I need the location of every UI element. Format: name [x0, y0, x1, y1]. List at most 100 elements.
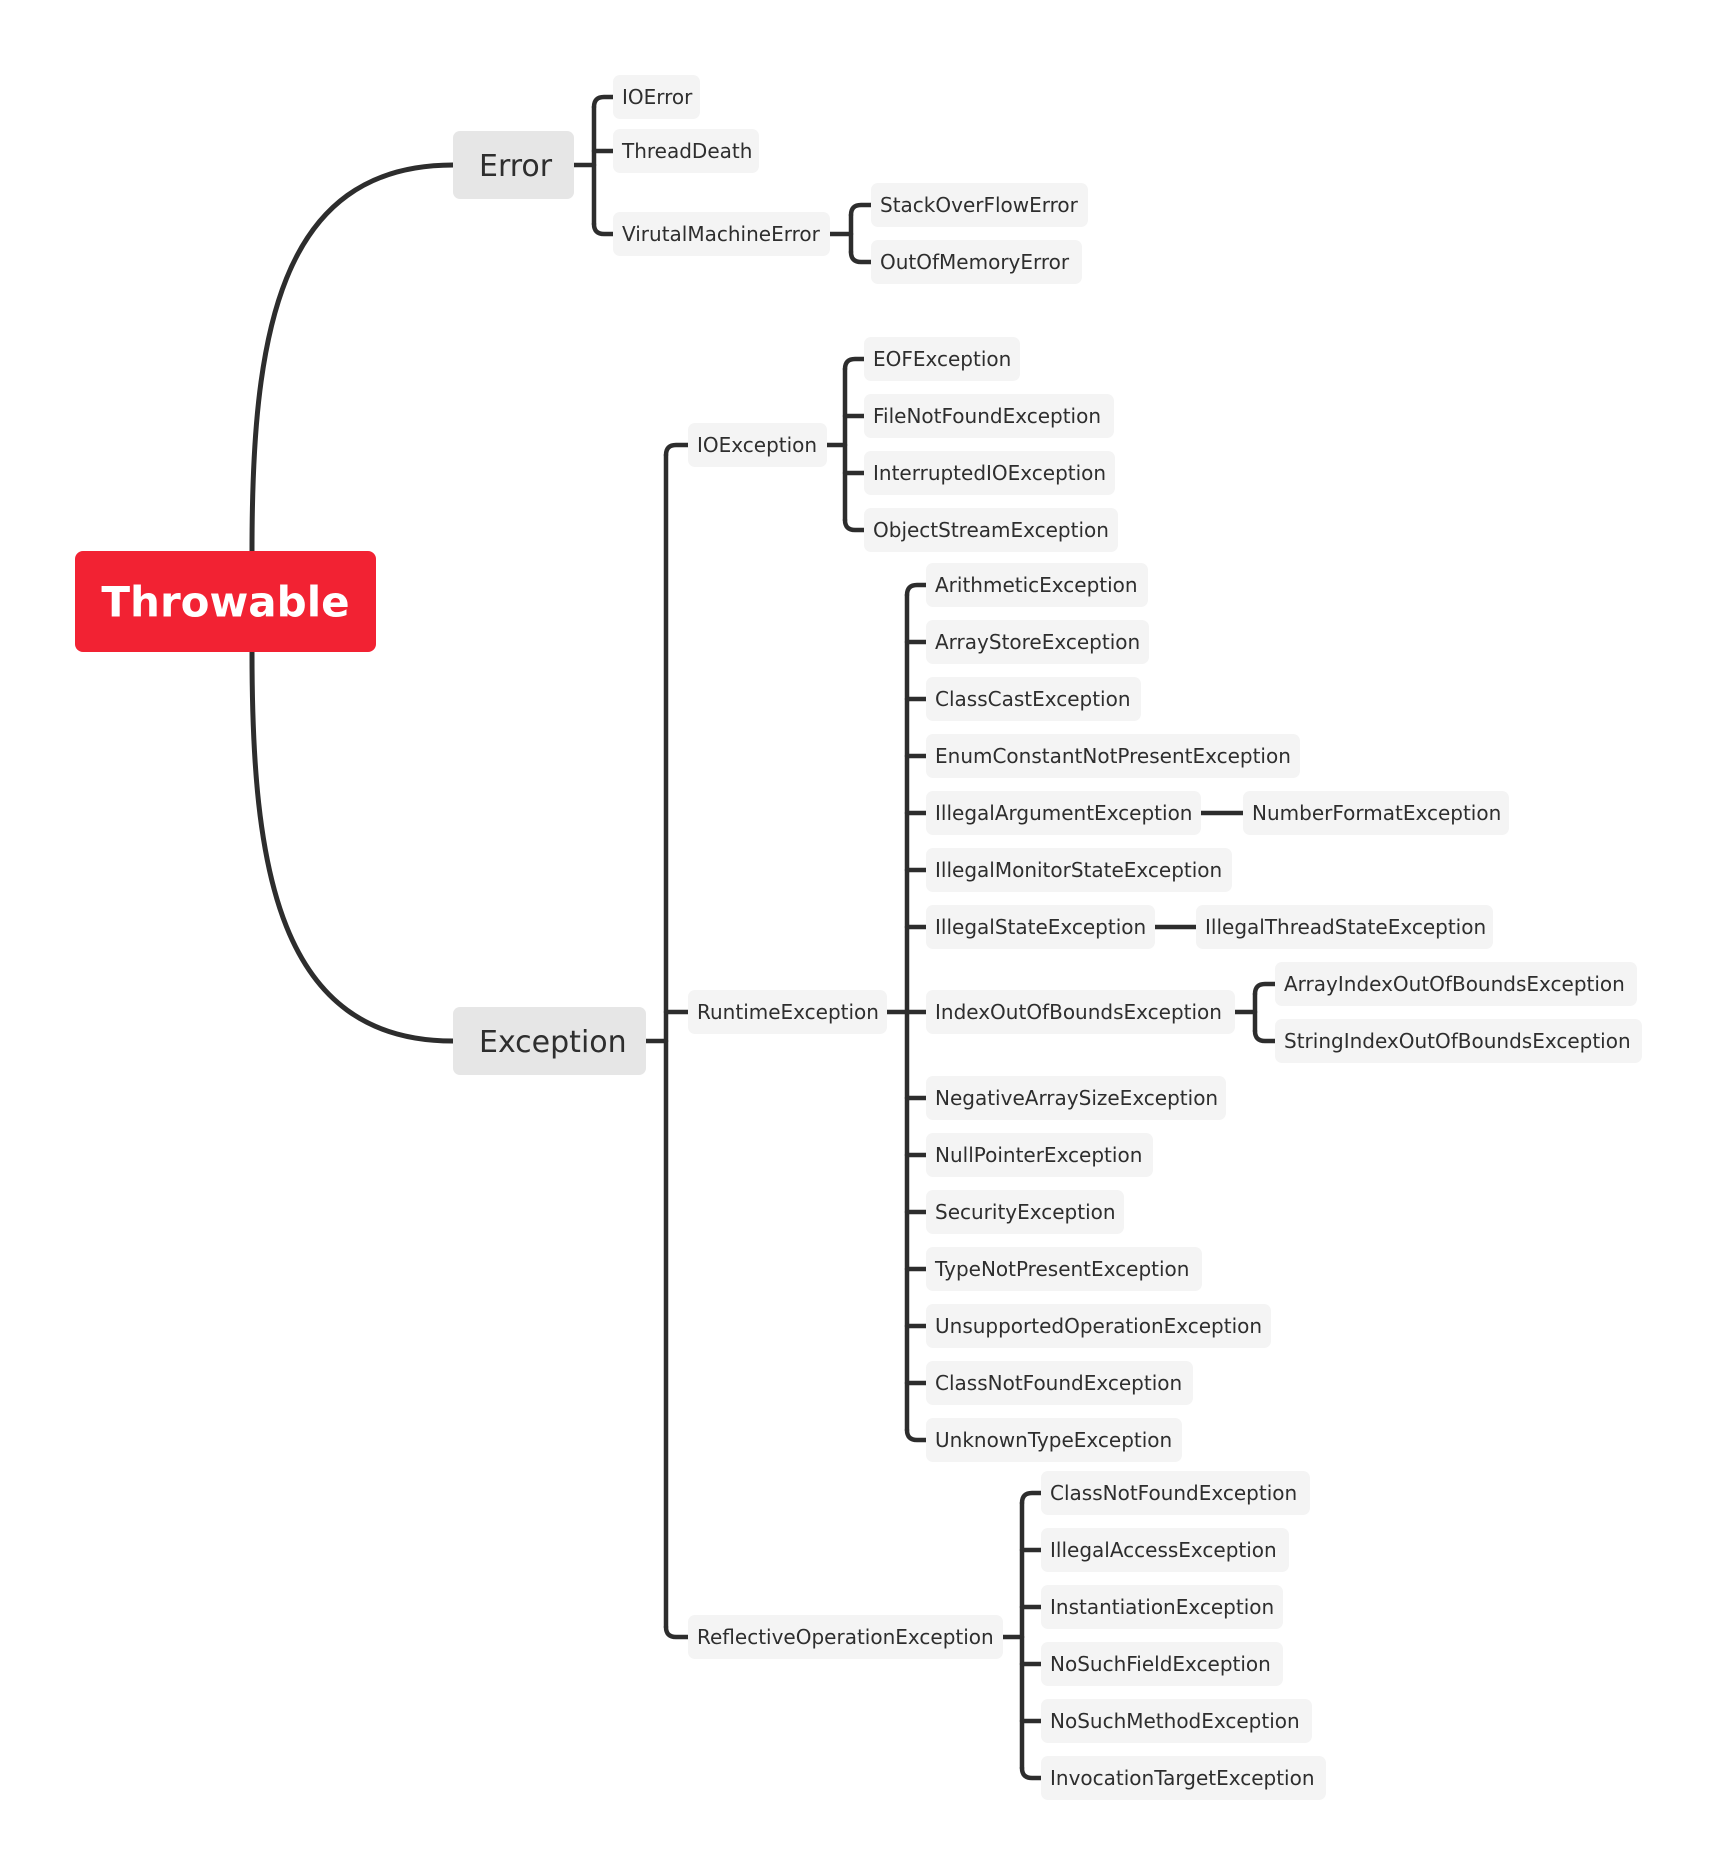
node-label-arraystoreexception: ArrayStoreException [935, 630, 1140, 654]
node-box-illegalaccessexception [1041, 1528, 1289, 1572]
node-outofmemoryerror[interactable]: OutOfMemoryError [871, 240, 1082, 284]
node-box-interruptedioexception [864, 451, 1115, 495]
node-label-error: Error [479, 149, 553, 184]
node-exception[interactable]: Exception [453, 1007, 646, 1075]
node-box-typenotpresentexception [926, 1247, 1202, 1291]
node-reflectiveoperationexception[interactable]: ReflectiveOperationException [688, 1615, 1003, 1659]
node-label-runtimeexception: RuntimeException [697, 1000, 879, 1024]
node-box-objectstreamexception [864, 508, 1118, 552]
node-layer: Throwable Error IOErrorThreadDeathVirutalM… [75, 75, 1642, 1800]
node-label-unknowntypeexception: UnknownTypeException [935, 1428, 1172, 1452]
node-instantiationexception[interactable]: InstantiationException [1041, 1585, 1283, 1629]
node-label-virutalmachineerror: VirutalMachineError [622, 222, 821, 246]
node-box-classnotfoundexception-runtime [926, 1361, 1193, 1405]
node-box-filenotfoundexception [864, 394, 1114, 438]
node-label-invocationtargetexception: InvocationTargetException [1050, 1766, 1315, 1790]
node-label-objectstreamexception: ObjectStreamException [873, 518, 1109, 542]
node-filenotfoundexception[interactable]: FileNotFoundException [864, 394, 1114, 438]
node-eofexception[interactable]: EOFException [864, 337, 1020, 381]
node-box-nosuchfieldexception [1041, 1642, 1283, 1686]
node-ioexception[interactable]: IOException [688, 423, 827, 467]
node-invocationtargetexception[interactable]: InvocationTargetException [1041, 1756, 1326, 1800]
node-box-invocationtargetexception [1041, 1756, 1326, 1800]
node-arrayindexoutofboundsexception[interactable]: ArrayIndexOutOfBoundsException [1275, 962, 1637, 1006]
node-indexoutofboundsexception[interactable]: IndexOutOfBoundsException [926, 990, 1235, 1034]
node-label-ioerror: IOError [622, 85, 693, 109]
node-classcastexception[interactable]: ClassCastException [926, 677, 1141, 721]
node-label-arrayindexoutofboundsexception: ArrayIndexOutOfBoundsException [1284, 972, 1625, 996]
node-label-outofmemoryerror: OutOfMemoryError [880, 250, 1070, 274]
node-box-virutalmachineerror [613, 212, 830, 256]
node-arraystoreexception[interactable]: ArrayStoreException [926, 620, 1149, 664]
node-label-classnotfoundexception-reflective: ClassNotFoundException [1050, 1481, 1297, 1505]
node-label-exception: Exception [479, 1025, 627, 1060]
node-illegalmonitorstateexception[interactable]: IllegalMonitorStateException [926, 848, 1232, 892]
node-box-illegalthreadstateexception [1196, 905, 1493, 949]
node-classnotfoundexception-runtime[interactable]: ClassNotFoundException [926, 1361, 1193, 1405]
node-box-nosuchmethodexception [1041, 1699, 1312, 1743]
node-unsupportedoperationexception[interactable]: UnsupportedOperationException [926, 1304, 1271, 1348]
node-error[interactable]: Error [453, 131, 574, 199]
node-box-arrayindexoutofboundsexception [1275, 962, 1637, 1006]
node-ioerror[interactable]: IOError [613, 75, 700, 119]
node-label-stackoverflowerror: StackOverFlowError [880, 193, 1079, 217]
node-throwable[interactable]: Throwable [75, 551, 376, 652]
node-label-ioexception: IOException [697, 433, 817, 457]
node-box-stackoverflowerror [871, 183, 1088, 227]
node-label-numberformatexception: NumberFormatException [1252, 801, 1501, 825]
node-box-illegalstateexception [926, 905, 1155, 949]
node-label-typenotpresentexception: TypeNotPresentException [934, 1257, 1189, 1281]
node-box-classcastexception [926, 677, 1141, 721]
node-box-classnotfoundexception-reflective [1041, 1471, 1310, 1515]
node-box-exception [453, 1007, 646, 1075]
node-illegalthreadstateexception[interactable]: IllegalThreadStateException [1196, 905, 1493, 949]
node-box-arraystoreexception [926, 620, 1149, 664]
node-box-indexoutofboundsexception [926, 990, 1235, 1034]
connector-invocationtargetexception [1019, 1765, 1044, 1781]
node-nosuchfieldexception[interactable]: NoSuchFieldException [1041, 1642, 1283, 1686]
node-label-negativearraysizeexception: NegativeArraySizeException [935, 1086, 1218, 1110]
node-stringindexoutofboundsexception[interactable]: StringIndexOutOfBoundsException [1275, 1019, 1642, 1063]
node-interruptedioexception[interactable]: InterruptedIOException [864, 451, 1115, 495]
node-label-threaddeath: ThreadDeath [621, 139, 752, 163]
node-box-runtimeexception [688, 990, 887, 1034]
node-runtimeexception[interactable]: RuntimeException [688, 990, 887, 1034]
node-label-nullpointerexception: NullPointerException [935, 1143, 1142, 1167]
connector-arrayindexoutofboundsexception [1252, 981, 1278, 997]
node-label-illegalaccessexception: IllegalAccessException [1050, 1538, 1277, 1562]
node-box-unknowntypeexception [926, 1418, 1182, 1462]
connector-classnotfoundexception-reflective [1019, 1490, 1044, 1506]
node-box-arithmeticexception [926, 563, 1148, 607]
node-securityexception[interactable]: SecurityException [926, 1190, 1124, 1234]
node-box-instantiationexception [1041, 1585, 1283, 1629]
node-label-illegalthreadstateexception: IllegalThreadStateException [1205, 915, 1486, 939]
connector-ioexception [663, 442, 691, 458]
node-negativearraysizeexception[interactable]: NegativeArraySizeException [926, 1076, 1226, 1120]
node-nosuchmethodexception[interactable]: NoSuchMethodException [1041, 1699, 1312, 1743]
node-numberformatexception[interactable]: NumberFormatException [1243, 791, 1509, 835]
node-objectstreamexception[interactable]: ObjectStreamException [864, 508, 1118, 552]
node-illegalaccessexception[interactable]: IllegalAccessException [1041, 1528, 1289, 1572]
connector-stringindexoutofboundsexception [1252, 1028, 1278, 1044]
node-label-indexoutofboundsexception: IndexOutOfBoundsException [935, 1000, 1222, 1024]
node-classnotfoundexception-reflective[interactable]: ClassNotFoundException [1041, 1471, 1310, 1515]
node-typenotpresentexception[interactable]: TypeNotPresentException [926, 1247, 1202, 1291]
node-box-negativearraysizeexception [926, 1076, 1226, 1120]
node-illegalargumentexception[interactable]: IllegalArgumentException [926, 791, 1201, 835]
node-enumconstantnotpresentexception[interactable]: EnumConstantNotPresentException [926, 734, 1300, 778]
node-virutalmachineerror[interactable]: VirutalMachineError [613, 212, 830, 256]
node-arithmeticexception[interactable]: ArithmeticException [926, 563, 1148, 607]
connector-stackoverflowerror [848, 202, 874, 218]
node-threaddeath[interactable]: ThreadDeath [613, 129, 759, 173]
node-unknowntypeexception[interactable]: UnknownTypeException [926, 1418, 1182, 1462]
connector-ioerror [591, 94, 616, 110]
node-box-illegalargumentexception [926, 791, 1201, 835]
node-illegalstateexception[interactable]: IllegalStateException [926, 905, 1155, 949]
node-nullpointerexception[interactable]: NullPointerException [926, 1133, 1153, 1177]
node-stackoverflowerror[interactable]: StackOverFlowError [871, 183, 1088, 227]
node-label-throwable: Throwable [101, 578, 349, 627]
node-box-throwable [75, 551, 376, 652]
node-box-ioerror [613, 75, 700, 119]
node-label-instantiationexception: InstantiationException [1050, 1595, 1274, 1619]
node-label-interruptedioexception: InterruptedIOException [873, 461, 1106, 485]
